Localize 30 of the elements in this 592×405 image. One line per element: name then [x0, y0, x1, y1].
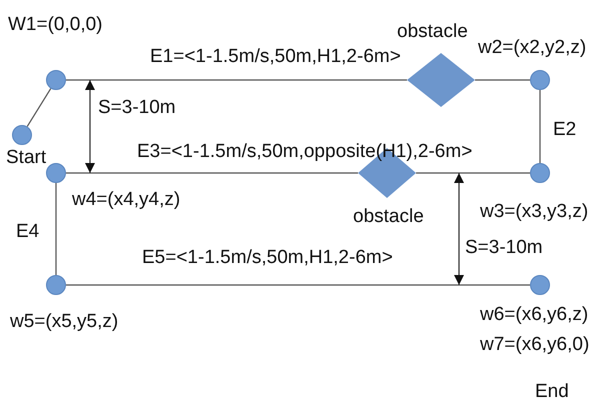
connector-line [475, 79, 530, 81]
node-label: obstacle [353, 206, 424, 228]
waypoint-circle [530, 163, 550, 183]
waypoint-label: w4=(x4,y4,z) [72, 189, 180, 211]
waypoint-label: w3=(x3,y3,z) [480, 201, 588, 223]
dimension-label: w2=(x2,y2,z) [478, 37, 586, 59]
waypoint-circle [12, 125, 32, 145]
node-label: obstacle [397, 21, 468, 43]
waypoint-circle [530, 275, 550, 295]
dimension-label: S=3-10m [98, 97, 176, 119]
waypoint-label: w7=(x6,y6,0) [480, 334, 590, 356]
waypoint-label: w5=(x5,y5,z) [10, 311, 118, 333]
connector-line [539, 90, 541, 163]
connector-line [55, 183, 57, 275]
connector-line [66, 172, 358, 174]
waypoint-label: W1=(0,0,0) [8, 14, 103, 36]
connector-line [416, 172, 530, 174]
waypoint-label: w6=(x6,y6,z) [480, 304, 588, 326]
waypoint-label: End [535, 381, 569, 403]
waypoint-circle [46, 275, 66, 295]
obstacle-diamond [407, 53, 475, 107]
dimension-label: S=3-10m [465, 237, 543, 259]
connector-line [66, 284, 530, 286]
waypoint-circle [46, 163, 66, 183]
waypoint-label: Start [6, 147, 46, 169]
waypoint-circle [530, 70, 550, 90]
connector-line [26, 88, 52, 127]
edge-label: E3=<1-1.5m/s,50m,opposite(H1),2-6m> [137, 141, 472, 163]
connector-line [66, 79, 407, 81]
waypoint-circle [46, 70, 66, 90]
